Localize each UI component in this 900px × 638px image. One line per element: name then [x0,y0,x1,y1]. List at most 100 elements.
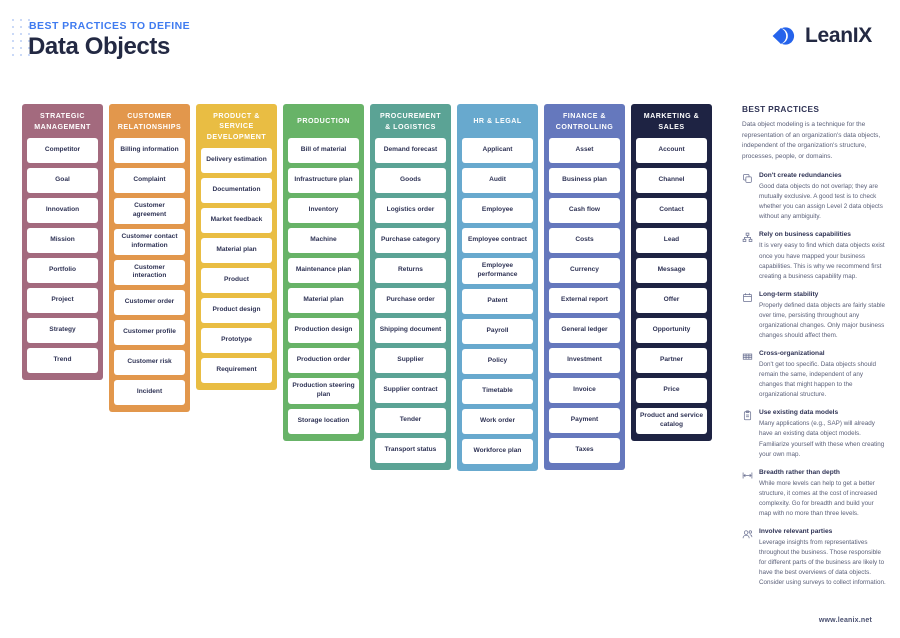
data-object-card[interactable]: Product and service catalog [636,408,707,434]
tip-body: Don't get too specific. Data objects sho… [759,361,877,399]
data-object-card[interactable]: Complaint [114,168,185,193]
data-object-card[interactable]: Storage location [288,408,359,434]
data-object-card[interactable]: Employee performance [462,258,533,284]
data-object-card[interactable]: Returns [375,258,446,283]
data-object-card[interactable]: Lead [636,228,707,253]
data-object-card[interactable]: Partner [636,348,707,373]
data-object-card[interactable]: Machine [288,228,359,253]
best-practices-sidebar: BEST PRACTICES Data object modeling is a… [742,104,886,597]
data-object-card[interactable]: Tender [375,408,446,433]
data-object-card[interactable]: Customer order [114,290,185,316]
data-object-card[interactable]: Payment [549,408,620,433]
data-object-card[interactable]: Production steering plan [288,378,359,404]
data-object-card[interactable]: Prototype [201,327,272,353]
data-object-card[interactable]: Invoice [549,378,620,403]
data-object-card[interactable]: Production order [288,348,359,373]
data-object-card[interactable]: Account [636,138,707,163]
data-object-card[interactable]: Innovation [27,198,98,223]
data-object-card[interactable]: Shipping document [375,318,446,343]
data-object-card[interactable]: Patent [462,288,533,314]
data-object-card[interactable]: Project [27,288,98,313]
data-object-card[interactable]: Inventory [288,198,359,223]
clipboard-icon [742,410,753,421]
data-object-card[interactable]: Product design [201,297,272,323]
data-object-card[interactable]: Customer interaction [114,259,185,286]
data-object-card[interactable]: Mission [27,228,98,253]
data-object-card[interactable]: Employee contract [462,228,533,253]
data-object-card[interactable]: Customer contact information [114,228,185,255]
data-object-card[interactable]: Audit [462,168,533,193]
hierarchy-icon [742,232,753,243]
tip-body: Many applications (e.g., SAP) will alrea… [759,420,885,458]
data-object-card[interactable]: Offer [636,288,707,313]
data-object-card[interactable]: Goods [375,168,446,193]
decorative-dot-grid [9,16,33,58]
data-object-card[interactable]: Material plan [201,237,272,263]
data-object-card[interactable]: Employee [462,198,533,223]
data-object-card[interactable]: Trend [27,348,98,373]
data-object-card[interactable]: Market feedback [201,207,272,233]
data-object-card[interactable]: Production design [288,318,359,343]
tip-title: Cross-organizational [759,350,825,357]
data-object-card[interactable]: General ledger [549,318,620,343]
data-object-card[interactable]: Timetable [462,378,533,404]
data-object-card[interactable]: Customer profile [114,320,185,346]
data-object-card[interactable]: Goal [27,168,98,193]
leanix-logo-text: LeanIX [804,24,872,47]
data-object-card[interactable]: Infrastructure plan [288,168,359,193]
data-object-card[interactable]: Customer agreement [114,198,185,224]
data-object-card[interactable]: Contact [636,198,707,223]
data-object-card[interactable]: Policy [462,348,533,374]
data-object-card[interactable]: Asset [549,138,620,163]
data-object-card[interactable]: Investment [549,348,620,373]
data-object-card[interactable]: Applicant [462,138,533,163]
data-object-card[interactable]: Opportunity [636,318,707,343]
tip-body: It is very easy to find which data objec… [759,242,885,280]
data-object-card[interactable]: Competitor [27,138,98,163]
data-object-card[interactable]: Bill of material [288,138,359,163]
data-object-card[interactable]: Business plan [549,168,620,193]
data-object-card[interactable]: Workforce plan [462,438,533,464]
data-object-card[interactable]: Demand forecast [375,138,446,163]
data-object-card[interactable]: Cash flow [549,198,620,223]
data-object-card[interactable]: Incident [114,380,185,406]
data-object-card[interactable]: Costs [549,228,620,253]
people-icon [742,529,753,540]
data-object-card[interactable]: Transport status [375,438,446,463]
data-object-card[interactable]: Billing information [114,138,185,163]
data-object-card[interactable]: Purchase category [375,228,446,253]
data-object-card[interactable]: Documentation [201,177,272,203]
data-object-card[interactable]: Payroll [462,318,533,344]
data-object-card[interactable]: Supplier contract [375,378,446,403]
data-object-card[interactable]: Product [201,267,272,293]
data-object-card[interactable]: Requirement [201,357,272,383]
data-object-card[interactable]: Work order [462,408,533,434]
data-object-card[interactable]: Maintenance plan [288,258,359,283]
data-object-card[interactable]: Customer risk [114,350,185,376]
data-object-card[interactable]: Taxes [549,438,620,463]
data-object-card[interactable]: Currency [549,258,620,283]
data-object-card[interactable]: Message [636,258,707,283]
data-object-card[interactable]: External report [549,288,620,313]
tip-body: Leverage insights from representatives t… [759,539,886,587]
data-object-card[interactable]: Delivery estimation [201,147,272,173]
arrows-horizontal-icon [742,470,753,481]
data-object-card[interactable]: Material plan [288,288,359,313]
column-header: HR & LEGAL [473,117,522,126]
data-object-card[interactable]: Purchase order [375,288,446,313]
data-object-card[interactable]: Price [636,378,707,403]
data-object-card[interactable]: Logistics order [375,198,446,223]
data-object-card[interactable]: Channel [636,168,707,193]
data-object-card[interactable]: Supplier [375,348,446,373]
data-object-card[interactable]: Strategy [27,318,98,343]
data-object-card[interactable]: Portfolio [27,258,98,283]
